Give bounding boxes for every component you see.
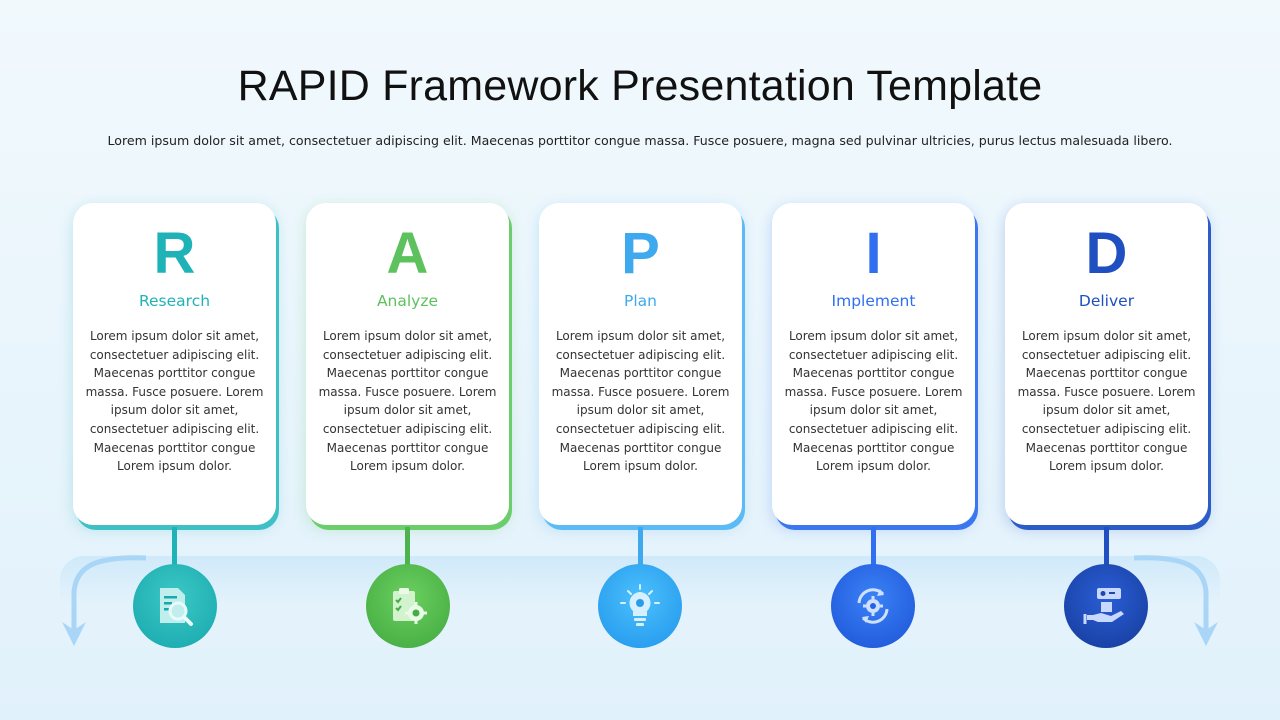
step-card-analyze	[306, 203, 509, 525]
hand-delivery-icon	[1083, 588, 1124, 624]
step-heading: Deliver	[1078, 292, 1135, 310]
step-card-deliver	[1005, 203, 1208, 525]
step-icon-circle	[366, 564, 450, 648]
step-connector	[405, 527, 410, 565]
step-letter: A	[386, 221, 429, 286]
step-icon-circle	[831, 564, 915, 648]
gear-cycle-icon	[857, 588, 889, 624]
step-description: Lorem ipsum dolor sit amet, consectetuer…	[318, 329, 497, 474]
step-connector	[638, 527, 643, 565]
step-letter: D	[1085, 221, 1128, 286]
step-letter: I	[865, 221, 882, 286]
clipboard-gear-icon	[393, 588, 427, 624]
right-flow-arrow-icon	[1134, 555, 1218, 646]
step-icon-circle	[133, 564, 217, 648]
step-connector	[172, 527, 177, 565]
step-icon-circle	[598, 564, 682, 648]
step-letter: R	[153, 221, 196, 286]
step-heading: Research	[138, 292, 211, 310]
step-card-plan	[539, 203, 742, 525]
page-title: RAPID Framework Presentation Template	[237, 62, 1043, 110]
lightbulb-gear-icon	[620, 584, 660, 626]
step-letter: P	[621, 221, 660, 286]
left-flow-arrow-icon	[62, 555, 146, 646]
step-description: Lorem ipsum dolor sit amet, consectetuer…	[85, 329, 264, 474]
step-description: Lorem ipsum dolor sit amet, consectetuer…	[1017, 329, 1196, 474]
research-document-icon	[160, 588, 193, 626]
step-description: Lorem ipsum dolor sit amet, consectetuer…	[784, 329, 963, 474]
step-description: Lorem ipsum dolor sit amet, consectetuer…	[551, 329, 730, 474]
step-connector	[1104, 527, 1109, 565]
step-heading: Plan	[624, 292, 657, 310]
step-connector	[871, 527, 876, 565]
step-heading: Analyze	[376, 292, 439, 310]
step-heading: Implement	[831, 292, 916, 310]
step-icon-circle	[1064, 564, 1148, 648]
step-card-research	[73, 203, 276, 525]
page-subtitle: Lorem ipsum dolor sit amet, consectetuer…	[107, 133, 1173, 148]
step-card-implement	[772, 203, 975, 525]
